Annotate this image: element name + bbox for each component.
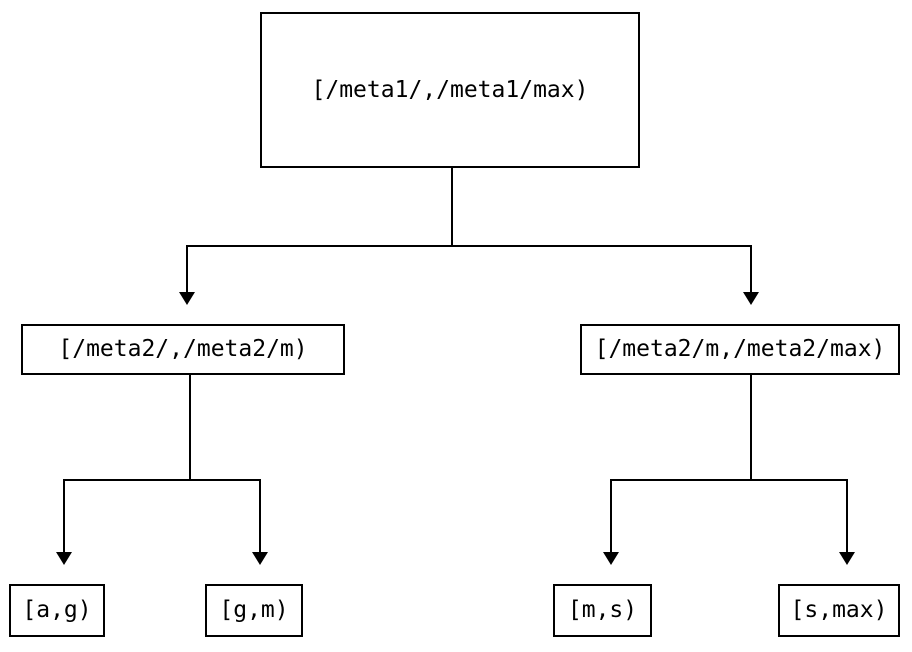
edge-mid-left-to-leaf-ag-drop — [63, 479, 65, 552]
node-leaf-gm-label: [g,m) — [219, 597, 289, 623]
edge-mid-left-stem — [189, 375, 191, 481]
node-leaf-ms[interactable]: [m,s) — [553, 584, 652, 637]
node-mid-right[interactable]: [/meta2/m,/meta2/max) — [580, 324, 900, 375]
node-leaf-smax-label: [s,max) — [790, 597, 888, 623]
node-root[interactable]: [/meta1/,/meta1/max) — [260, 12, 640, 168]
node-leaf-gm[interactable]: [g,m) — [205, 584, 303, 637]
edge-mid-right-to-leaf-smax-drop — [846, 479, 848, 552]
edge-mid-right-bus — [610, 479, 848, 481]
edge-mid-right-to-leaf-ms-drop — [610, 479, 612, 552]
arrow-down-icon-root-to-mid-right — [743, 292, 759, 305]
edge-root-to-mid-right-drop — [750, 245, 752, 292]
arrow-down-icon-mid-left-to-leaf-ag — [56, 552, 72, 565]
edge-root-to-mid-left-drop — [186, 245, 188, 292]
arrow-down-icon-mid-right-to-leaf-ms — [603, 552, 619, 565]
node-root-label: [/meta1/,/meta1/max) — [311, 76, 589, 103]
node-leaf-smax[interactable]: [s,max) — [778, 584, 900, 637]
arrow-down-icon-mid-right-to-leaf-smax — [839, 552, 855, 565]
edge-root-stem — [451, 168, 453, 247]
node-leaf-ag-label: [a,g) — [22, 597, 92, 623]
edge-mid-left-bus — [63, 479, 261, 481]
node-mid-left[interactable]: [/meta2/,/meta2/m) — [21, 324, 345, 375]
arrow-down-icon-mid-left-to-leaf-gm — [252, 552, 268, 565]
node-leaf-ag[interactable]: [a,g) — [9, 584, 105, 637]
edge-root-bus — [186, 245, 752, 247]
arrow-down-icon-root-to-mid-left — [179, 292, 195, 305]
node-mid-left-label: [/meta2/,/meta2/m) — [58, 336, 308, 362]
node-leaf-ms-label: [m,s) — [567, 597, 638, 623]
edge-mid-left-to-leaf-gm-drop — [259, 479, 261, 552]
edge-mid-right-stem — [750, 375, 752, 481]
node-mid-right-label: [/meta2/m,/meta2/max) — [594, 336, 886, 362]
